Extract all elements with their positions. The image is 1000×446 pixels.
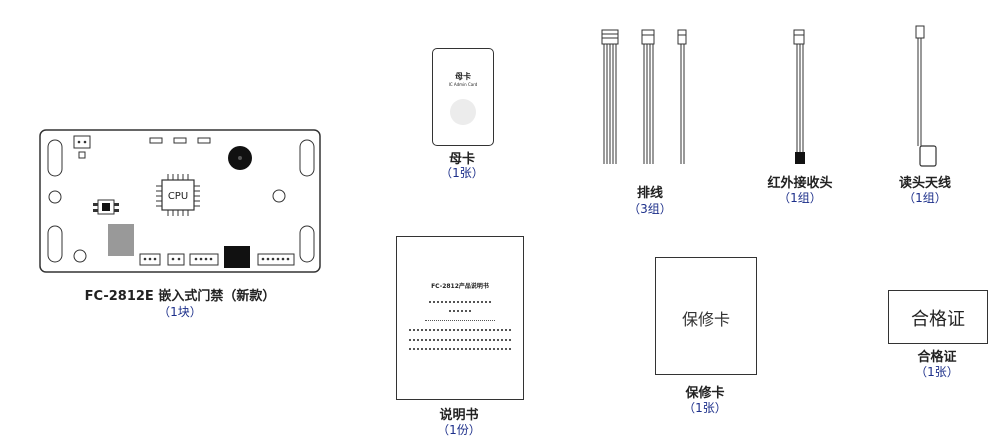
board-label: FC-2812E 嵌入式门禁（新款） (84, 289, 276, 304)
cables-qty: （3组） (628, 202, 672, 216)
cables-illustration (601, 29, 687, 164)
board-illustration: CPU (39, 129, 321, 273)
manual-label: 说明书 (439, 408, 479, 423)
warranty-label: 保修卡 (685, 386, 725, 401)
warranty-card-illustration: 保修卡 (655, 257, 757, 375)
antenna-qty: （1组） (903, 191, 947, 205)
ir-receiver-qty: （1组） (778, 191, 822, 205)
antenna-illustration (915, 25, 937, 167)
warranty-card-text: 保修卡 (681, 310, 730, 329)
card-emblem (450, 99, 476, 125)
ir-receiver-illustration (793, 29, 805, 164)
card-title: 母卡 (455, 72, 471, 81)
manual-doc-title: FC-2812产品说明书 (431, 283, 489, 290)
master-card-qty: （1张） (440, 166, 484, 180)
certificate-label: 合格证 (917, 350, 957, 365)
manual-illustration: FC-2812产品说明书 (396, 236, 524, 400)
card-subtitle: IC Admin Card (448, 82, 478, 87)
board-qty: （1块） (158, 305, 202, 319)
ir-receiver-label: 红外接收头 (767, 176, 833, 191)
certificate-illustration: 合格证 (888, 290, 988, 344)
certificate-card-text: 合格证 (911, 309, 965, 330)
master-card-illustration: 母卡 IC Admin Card (432, 48, 494, 146)
antenna-label: 读头天线 (898, 176, 951, 191)
master-card-label: 母卡 (448, 152, 475, 167)
cpu-chip-label: CPU (168, 191, 188, 202)
certificate-qty: （1张） (915, 365, 959, 379)
cables-label: 排线 (636, 186, 663, 201)
manual-qty: （1份） (437, 423, 481, 437)
warranty-qty: （1张） (683, 401, 727, 415)
